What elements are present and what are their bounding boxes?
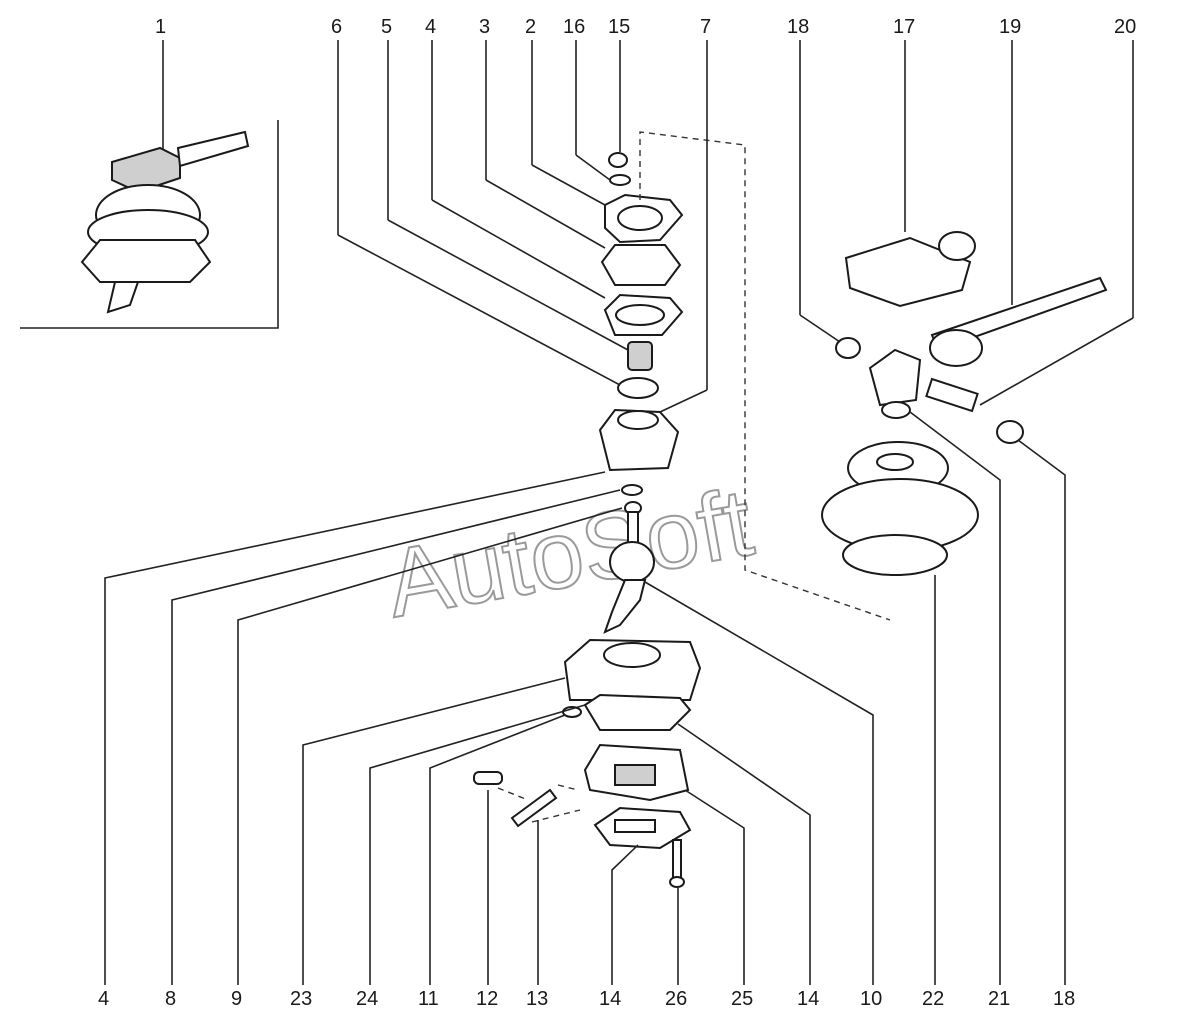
callout-5: 5 xyxy=(381,16,392,38)
callout-9: 9 xyxy=(231,988,242,1010)
right-parts xyxy=(821,231,1108,576)
callout-12: 12 xyxy=(476,988,498,1010)
lower-parts xyxy=(473,638,702,888)
callout-4-bottom: 4 xyxy=(98,988,109,1010)
callout-6: 6 xyxy=(331,16,342,38)
callout-20: 20 xyxy=(1114,16,1136,38)
callout-4: 4 xyxy=(425,16,436,38)
assembled-view-inset xyxy=(20,120,279,329)
callout-26: 26 xyxy=(665,988,687,1010)
callout-18-top: 18 xyxy=(787,16,809,38)
callout-1: 1 xyxy=(155,16,166,38)
callout-16: 16 xyxy=(563,16,585,38)
callouts-bottom: 4 8 9 23 24 11 12 13 14 26 25 14 10 22 2… xyxy=(98,988,1075,1010)
callout-24: 24 xyxy=(356,988,378,1010)
callout-14-right: 14 xyxy=(797,988,819,1010)
callout-18-bottom: 18 xyxy=(1053,988,1075,1010)
callout-13: 13 xyxy=(526,988,548,1010)
callout-10: 10 xyxy=(860,988,882,1010)
callout-2: 2 xyxy=(525,16,536,38)
callout-21: 21 xyxy=(988,988,1010,1010)
leader-lines xyxy=(104,40,1134,985)
callout-11: 11 xyxy=(418,988,439,1010)
callout-8: 8 xyxy=(165,988,176,1010)
callout-7: 7 xyxy=(700,16,711,38)
callout-23: 23 xyxy=(290,988,312,1010)
callout-15: 15 xyxy=(608,16,630,38)
callout-17: 17 xyxy=(893,16,915,38)
callouts-top: 1 6 5 4 3 2 16 15 7 18 17 19 20 xyxy=(155,16,1136,38)
callout-19: 19 xyxy=(999,16,1021,38)
callout-25: 25 xyxy=(731,988,753,1010)
callout-3: 3 xyxy=(479,16,490,38)
callout-22: 22 xyxy=(922,988,944,1010)
watermark: AutoSoft xyxy=(379,469,760,638)
upper-parts xyxy=(598,152,684,634)
callout-14-left: 14 xyxy=(599,988,621,1010)
